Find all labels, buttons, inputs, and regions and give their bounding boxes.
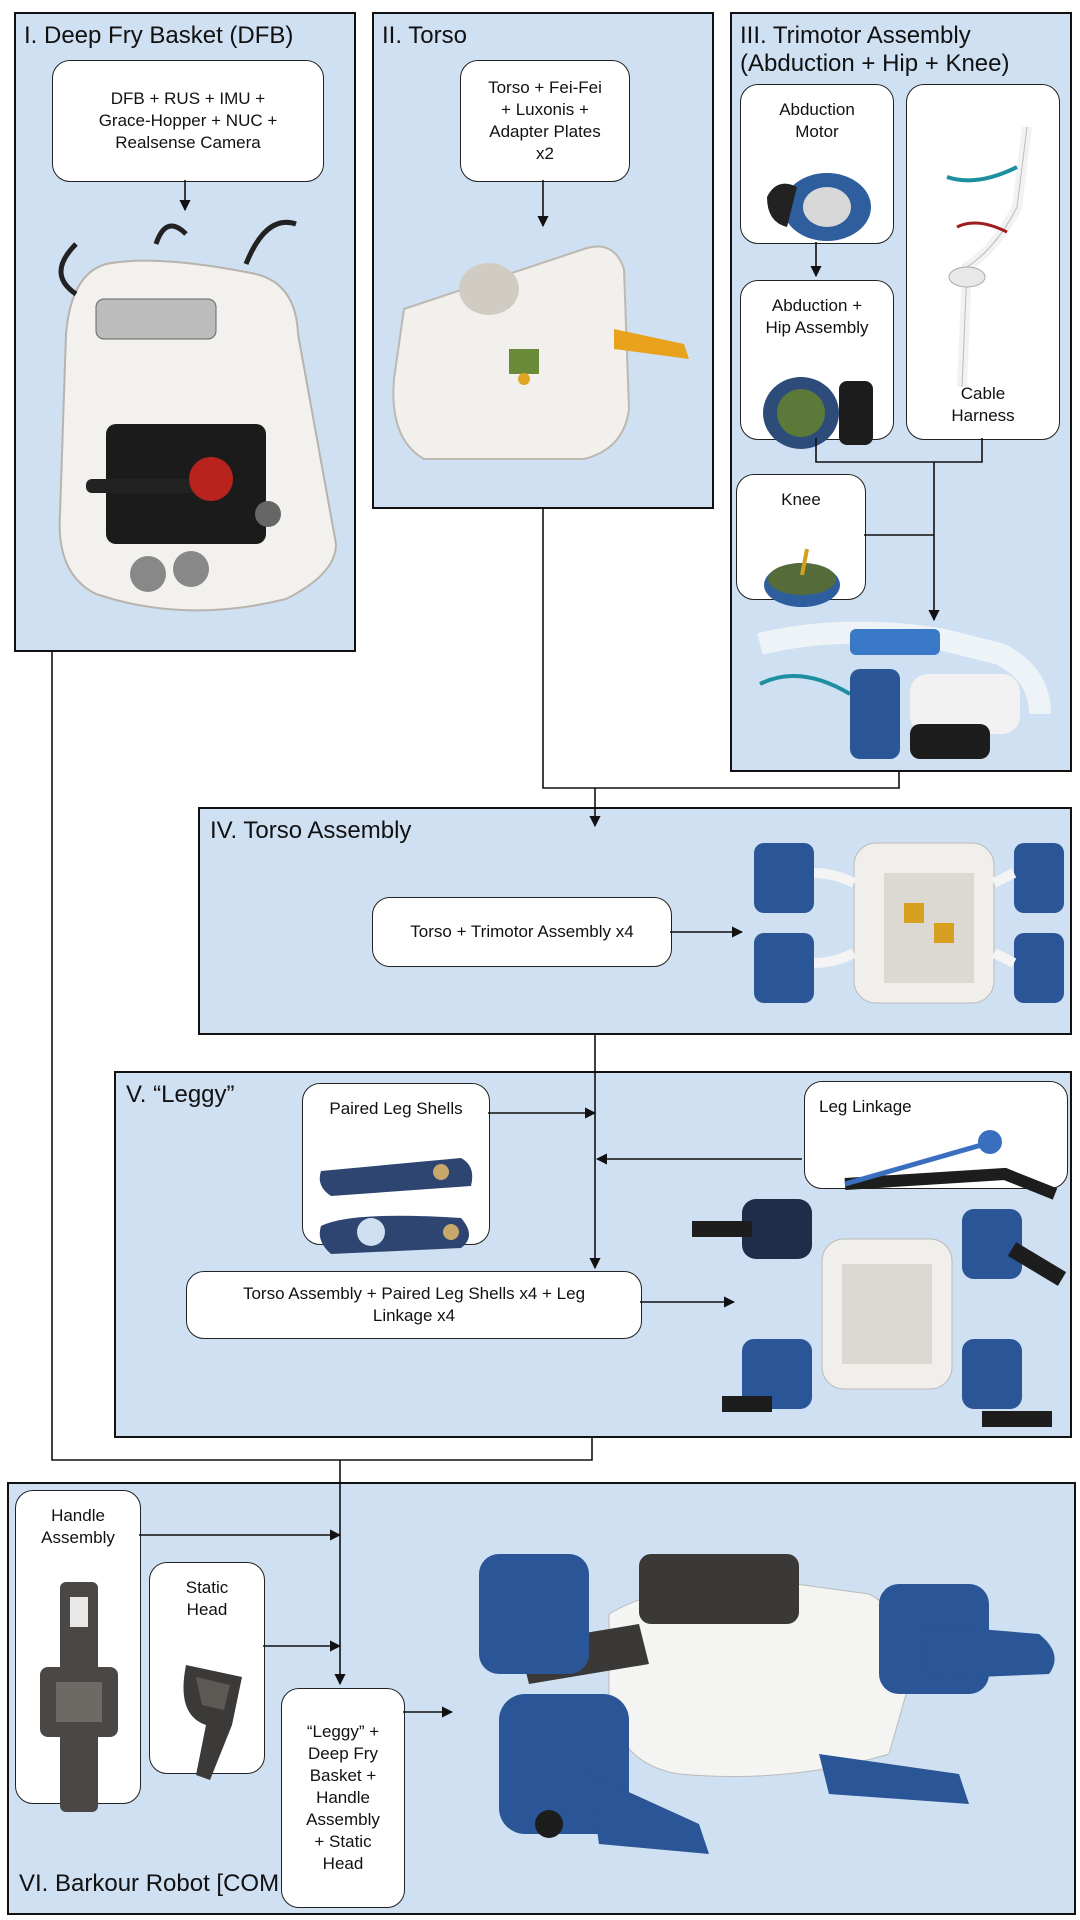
static-head-label: Static Head xyxy=(185,1578,229,1619)
torso-assembly-photo xyxy=(734,813,1070,1033)
panel-deep-fry-basket: I. Deep Fry Basket (DFB) DFB + RUS + IMU… xyxy=(14,12,356,652)
leg-linkage-photo xyxy=(835,1102,1065,1200)
cable-harness-photo xyxy=(917,95,1051,388)
handle-assembly-box: Handle Assembly xyxy=(15,1490,141,1812)
panel-barkour-robot: VI. Barkour Robot [COMPLETE] Handle Asse… xyxy=(7,1482,1076,1915)
leggy-components-box: Torso Assembly + Paired Leg Shells x4 + … xyxy=(186,1271,642,1339)
cable-harness-box: Cable Harness xyxy=(906,84,1060,440)
abduction-motor-box: Abduction Motor xyxy=(740,84,894,244)
panel-title: V. “Leggy” xyxy=(126,1081,235,1108)
panel-title: IV. Torso Assembly xyxy=(210,817,412,844)
barkour-components-box: “Leggy” + Deep Fry Basket + Handle Assem… xyxy=(281,1688,405,1908)
trimotor-assembly-photo xyxy=(740,614,1066,764)
paired-leg-shells-photo xyxy=(311,1124,481,1254)
handle-assembly-photo xyxy=(32,1555,126,1812)
knee-label: Knee xyxy=(781,490,821,509)
static-head-photo xyxy=(166,1633,250,1780)
abduction-hip-label: Abduction + Hip Assembly xyxy=(765,296,869,337)
panel-torso-assembly: IV. Torso Assembly Torso + Trimotor Asse… xyxy=(198,807,1072,1035)
panel-title: II. Torso xyxy=(382,22,467,49)
dfb-components-box: DFB + RUS + IMU + Grace-Hopper + NUC + R… xyxy=(52,60,324,182)
abduction-motor-label: Abduction Motor xyxy=(779,100,855,141)
panel-torso: II. Torso Torso + Fei-Fei + Luxonis + Ad… xyxy=(372,12,714,509)
barkour-robot-photo xyxy=(439,1524,1069,1884)
torso-photo xyxy=(384,229,704,479)
knee-box: Knee xyxy=(736,474,866,607)
cable-harness-label: Cable Harness xyxy=(951,384,1015,425)
static-head-box: Static Head xyxy=(149,1562,265,1780)
panel-leggy: V. “Leggy” Paired Leg Shells Leg Linkage… xyxy=(114,1071,1072,1438)
torso-components-box: Torso + Fei-Fei + Luxonis + Adapter Plat… xyxy=(460,60,630,182)
abduction-hip-photo xyxy=(755,347,881,449)
knee-photo xyxy=(755,523,849,607)
abduction-hip-assembly-box: Abduction + Hip Assembly xyxy=(740,280,894,449)
panel-title: I. Deep Fry Basket (DFB) xyxy=(24,22,294,49)
abduction-motor-photo xyxy=(757,145,881,241)
handle-assembly-label: Handle Assembly xyxy=(41,1506,115,1547)
paired-leg-shells-label: Paired Leg Shells xyxy=(329,1099,463,1118)
panel-trimotor-assembly: III. Trimotor Assembly (Abduction + Hip … xyxy=(730,12,1072,772)
panel-title: III. Trimotor Assembly (Abduction + Hip … xyxy=(740,22,1010,77)
torso-assembly-components-box: Torso + Trimotor Assembly x4 xyxy=(372,897,672,967)
leggy-photo xyxy=(682,1189,1070,1437)
leg-linkage-label: Leg Linkage xyxy=(819,1097,912,1116)
leg-linkage-box: Leg Linkage xyxy=(804,1081,1068,1200)
paired-leg-shells-box: Paired Leg Shells xyxy=(302,1083,490,1254)
dfb-photo xyxy=(36,214,346,634)
